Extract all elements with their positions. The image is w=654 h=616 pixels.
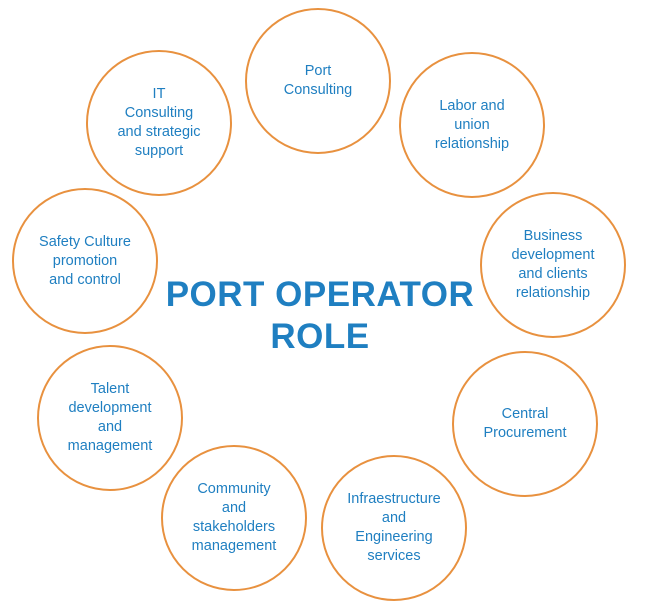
node-label: Safety Culture promotion and control	[39, 233, 131, 288]
node-talent-development: Talent development and management	[37, 345, 183, 491]
node-infrastructure-engineering: Infraestructure and Engineering services	[321, 455, 467, 601]
node-label: Business development and clients relatio…	[511, 228, 595, 301]
node-it-consulting: IT Consulting and strategic support	[86, 50, 232, 196]
center-title: PORT OPERATOR ROLE	[165, 275, 475, 356]
node-label: Community and stakeholders management	[191, 481, 277, 554]
node-community-stakeholders: Community and stakeholders management	[161, 445, 307, 591]
node-label: Labor and union relationship	[434, 97, 510, 152]
node-business-development: Business development and clients relatio…	[480, 192, 626, 338]
node-label: Infraestructure and Engineering services	[347, 491, 441, 564]
node-label: Talent development and management	[67, 381, 153, 454]
node-central-procurement: Central Procurement	[452, 351, 598, 497]
node-port-consulting: Port Consulting	[245, 8, 391, 154]
node-label: Port Consulting	[283, 63, 353, 98]
node-labor-union-relationship: Labor and union relationship	[399, 52, 545, 198]
node-label: IT Consulting and strategic support	[117, 86, 201, 159]
node-safety-culture: Safety Culture promotion and control	[12, 188, 158, 334]
node-label: Central Procurement	[483, 406, 567, 441]
